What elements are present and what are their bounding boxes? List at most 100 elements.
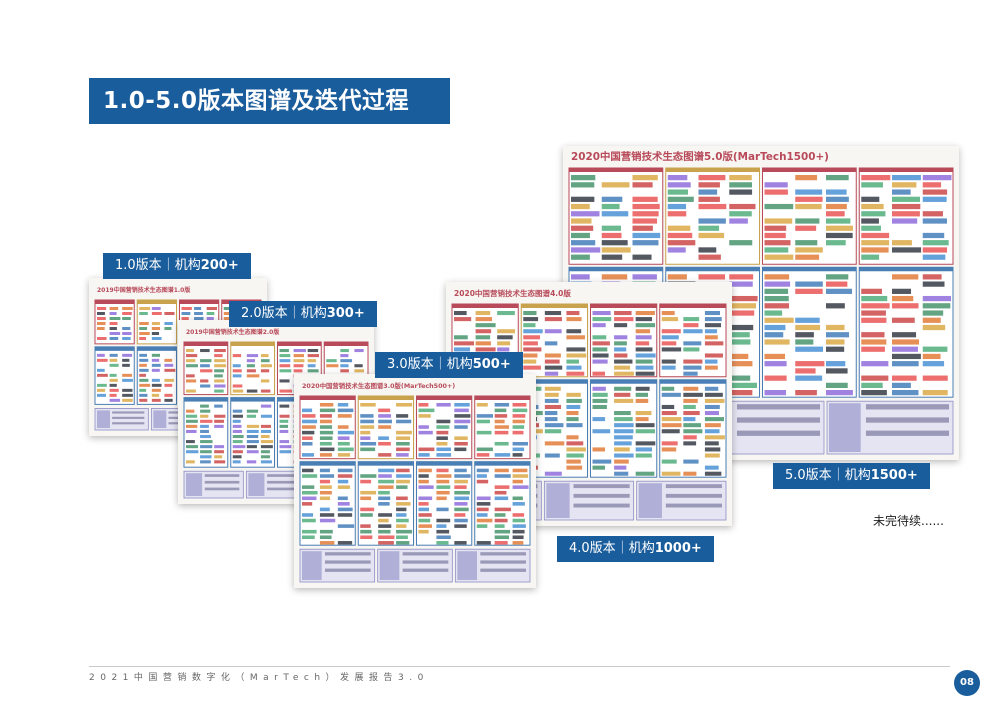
brand-logo: [861, 240, 890, 246]
brand-logo: [826, 274, 849, 280]
brand-logo: [764, 375, 787, 381]
category-header: [452, 304, 519, 308]
brand-logo: [139, 368, 149, 372]
brand-logo: [826, 225, 853, 231]
brand-logo: [683, 435, 697, 440]
legend-text-line: [267, 474, 302, 477]
brand-logo: [544, 429, 562, 434]
brand-logo: [826, 346, 845, 352]
brand-logo: [302, 430, 315, 435]
brand-logo: [279, 414, 290, 418]
brand-logo: [454, 347, 471, 352]
brand-logo: [892, 196, 920, 202]
brand-logo: [614, 341, 627, 346]
brand-logo: [922, 211, 943, 217]
legend-numeral-block: [97, 410, 110, 428]
brand-logo: [566, 392, 581, 397]
brand-logo: [246, 364, 255, 368]
brand-logo: [214, 389, 224, 393]
brand-logo: [319, 436, 333, 440]
brand-logo: [764, 339, 790, 345]
brand-logo: [922, 247, 948, 253]
brand-logo: [614, 417, 633, 422]
brand-logo: [200, 364, 210, 368]
brand-logo: [279, 450, 292, 454]
brand-logo: [512, 518, 526, 523]
brand-logo: [698, 196, 720, 202]
brand-logo: [206, 317, 214, 320]
brand-logo: [302, 468, 314, 473]
brand-logo: [109, 378, 118, 382]
brand-logo: [214, 414, 226, 418]
brand-logo: [494, 485, 510, 489]
brand-logo: [302, 502, 313, 506]
category-block: [590, 303, 658, 378]
legend-text-line: [204, 480, 240, 484]
brand-logo: [232, 429, 242, 433]
brand-logo: [436, 541, 449, 545]
brand-logo: [200, 384, 211, 388]
brand-logo: [151, 388, 161, 392]
brand-logo: [571, 211, 600, 217]
brand-logo: [861, 247, 889, 253]
brand-logo: [544, 411, 558, 416]
brand-logo: [698, 189, 718, 195]
brand-logo: [544, 317, 562, 322]
brand-logo: [704, 471, 722, 476]
brand-logo: [667, 175, 688, 181]
brand-logo: [826, 339, 845, 345]
brand-logo: [826, 218, 851, 224]
brand-logo: [571, 274, 590, 280]
brand-logo: [667, 247, 686, 253]
category-header: [137, 300, 177, 304]
org-count: 300+: [326, 306, 365, 321]
version-label-v4: 4.0版本｜机构1000+: [557, 536, 714, 562]
brand-logo: [635, 341, 650, 346]
brand-logo: [683, 329, 703, 334]
brand-logo: [476, 430, 492, 435]
brand-logo: [246, 429, 259, 433]
brand-logo: [260, 450, 270, 454]
brand-logo: [861, 317, 887, 323]
legend-text-line: [573, 484, 630, 489]
map-thumbnail: 2020中国营销技术生态图谱3.0版(MarTech500+): [299, 381, 531, 583]
brand-logo: [109, 317, 121, 320]
brand-logo: [544, 471, 562, 476]
brand-logo: [436, 535, 451, 540]
brand-logo: [139, 337, 147, 340]
brand-logo: [512, 441, 529, 446]
brand-logo: [181, 312, 191, 315]
brand-logo: [892, 382, 911, 388]
brand-logo: [632, 240, 659, 246]
brand-logo: [661, 317, 679, 322]
brand-logo: [544, 365, 563, 370]
brand-logo: [566, 404, 581, 410]
brand-logo: [232, 389, 244, 393]
brand-logo: [97, 327, 105, 330]
category-header: [300, 396, 356, 400]
legend-text-line: [204, 487, 240, 491]
brand-logo: [704, 329, 718, 334]
brand-logo: [418, 474, 429, 478]
brand-logo: [494, 430, 509, 435]
brand-logo: [186, 379, 197, 383]
brand-logo: [360, 513, 373, 517]
brand-logo: [795, 361, 825, 367]
brand-logo: [861, 332, 885, 338]
category-header: [230, 397, 275, 402]
brand-logo: [454, 490, 470, 495]
brand-logo: [109, 393, 117, 397]
brand-logo: [260, 354, 269, 358]
brand-logo: [139, 332, 150, 335]
category-header: [521, 379, 588, 384]
brand-logo: [337, 468, 353, 473]
brand-logo: [260, 379, 270, 383]
brand-logo: [729, 353, 749, 360]
legend-text-line: [480, 568, 526, 572]
brand-logo: [186, 354, 198, 358]
version-name: 3.0版本: [387, 357, 434, 372]
brand-logo: [319, 541, 335, 545]
brand-logo: [396, 524, 407, 528]
brand-logo: [494, 490, 507, 495]
brand-logo: [704, 335, 718, 340]
